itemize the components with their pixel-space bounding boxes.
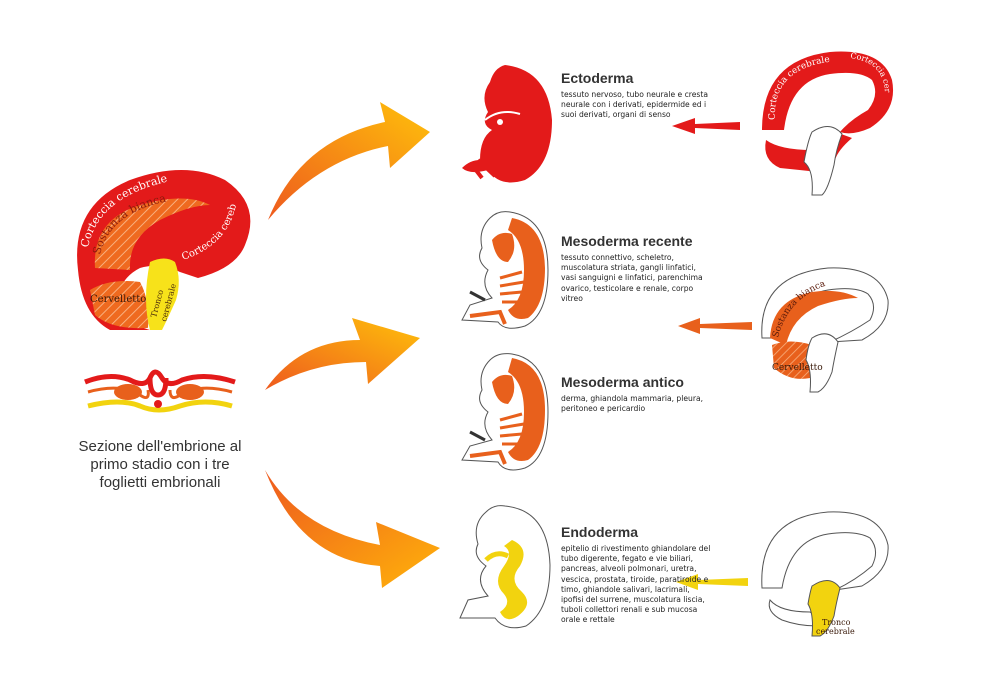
arrow-to-endoderm xyxy=(265,470,440,588)
small-arrow-ectoderm xyxy=(672,118,740,134)
arrow-to-mesoderm xyxy=(265,318,420,390)
embryo-mesoderm-ancient xyxy=(461,353,549,471)
right-brain-endoderm: Tronco cerebrale xyxy=(761,511,889,637)
mesoderm-recent-description: tessuto connettivo, scheletro, muscolatu… xyxy=(561,253,703,303)
mesoderm-ancient-description: derma, ghiandola mammaria, pleura, perit… xyxy=(561,394,704,414)
right-ectoderm-cortex-label-2: Corteccia cerebrale xyxy=(0,0,892,93)
endoderm-title: Endoderma xyxy=(561,524,639,540)
ectoderm-description: tessuto nervoso, tubo neurale e cresta n… xyxy=(561,90,709,120)
right-brain-mesoderm: Sostanza bianca Cervelletto xyxy=(761,267,889,393)
left-brain-illustration: Corteccia cerebrale Corteccia cerebrale … xyxy=(0,0,251,330)
caption-line-2: primo stadio con i tre xyxy=(90,456,230,473)
embryo-mesoderm-recent xyxy=(461,211,549,329)
ectoderm-title: Ectoderma xyxy=(561,70,634,86)
mesoderm-ancient-title: Mesoderma antico xyxy=(561,374,684,390)
section-endoderm: Endoderma epitelio di rivestimento ghian… xyxy=(561,524,711,626)
caption-line-1: Sezione dell'embrione al xyxy=(78,438,242,455)
section-ectoderm: Ectoderma tessuto nervoso, tubo neurale … xyxy=(561,70,711,121)
embryo-endoderm xyxy=(459,505,551,629)
mesoderm-recent-title: Mesoderma recente xyxy=(561,233,693,249)
arrow-to-ectoderm xyxy=(268,102,430,220)
embryo-ectoderm xyxy=(462,65,552,183)
endoderm-description: epitelio di rivestimento ghiandolare del… xyxy=(561,544,711,625)
small-arrow-endoderm xyxy=(676,574,748,590)
left-cerebellum-label: Cervelletto xyxy=(90,294,146,305)
embryo-cross-section xyxy=(84,369,236,413)
caption-line-3: foglietti embrionali xyxy=(99,474,221,491)
svg-text:Corteccia cerebrale: Corteccia cerebrale xyxy=(0,0,892,93)
section-mesoderm-recent: Mesoderma recente tessuto connettivo, sc… xyxy=(561,233,711,304)
right-brain-ectoderm: Corteccia cerebrale Corteccia cerebrale xyxy=(0,0,894,196)
cross-section-caption: Sezione dell'embrione al primo stadio co… xyxy=(60,438,260,492)
right-endoderm-brainstem-label-2: cerebrale xyxy=(816,627,855,636)
right-endoderm-brainstem-label-1: Tronco xyxy=(822,618,851,627)
small-arrow-mesoderm xyxy=(678,318,752,334)
section-mesoderm-ancient: Mesoderma antico derma, ghiandola mammar… xyxy=(561,374,711,414)
right-mesoderm-cerebellum-label: Cervelletto xyxy=(772,363,823,373)
